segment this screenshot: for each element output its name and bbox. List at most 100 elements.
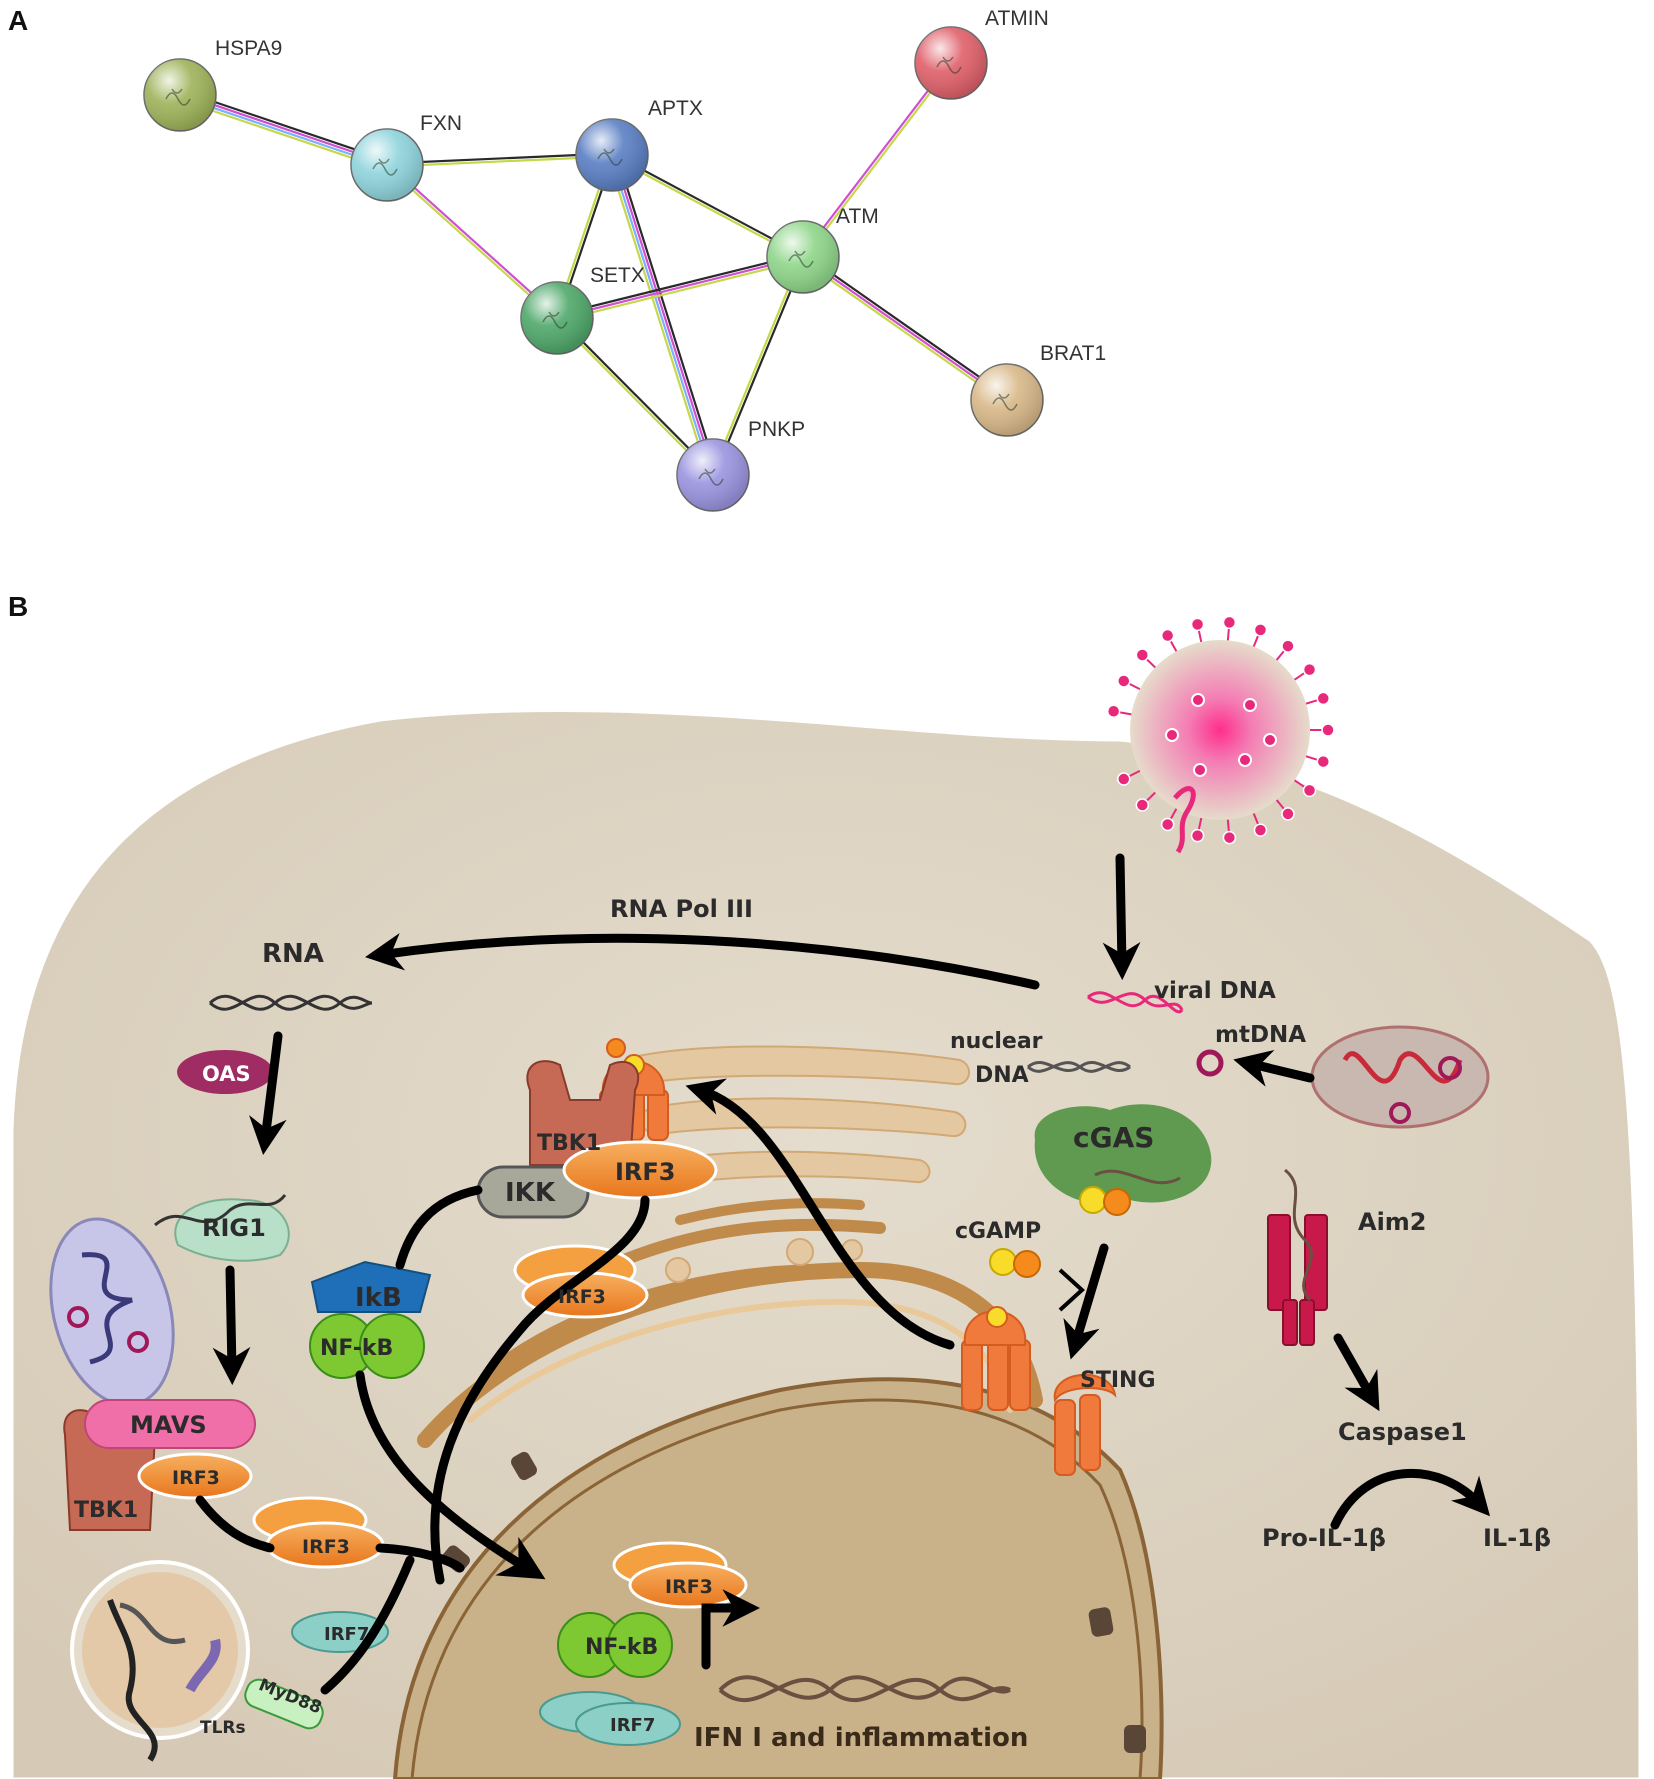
virus-spike-head bbox=[1281, 639, 1295, 653]
node-hspa9[interactable]: HSPA9 bbox=[143, 37, 282, 132]
label-viral-dna: viral DNA bbox=[1154, 978, 1276, 1004]
irf3-low bbox=[252, 1496, 385, 1569]
virus-spike-head bbox=[1302, 783, 1317, 798]
virus-spike-head bbox=[1281, 807, 1295, 821]
edge-evidence-line bbox=[606, 156, 710, 477]
node-aptx[interactable]: APTX bbox=[575, 97, 703, 192]
label-rna: RNA bbox=[262, 939, 324, 969]
edge-evidence-line bbox=[557, 258, 804, 322]
virus-spike-head bbox=[1135, 798, 1150, 812]
endosome bbox=[70, 1560, 250, 1762]
mavs-protein bbox=[84, 1399, 256, 1449]
node-label-setx: SETX bbox=[590, 264, 645, 287]
edge-evidence-line bbox=[800, 61, 951, 257]
oas-enzyme bbox=[177, 1050, 273, 1094]
label-irf3-mid: IRF3 bbox=[558, 1286, 606, 1308]
node-atm[interactable]: ATM bbox=[766, 205, 879, 294]
edge-setx-atm bbox=[556, 253, 804, 322]
edge-aptx-pnkp bbox=[606, 153, 719, 477]
edge-fxn-setx bbox=[385, 163, 559, 320]
nfkb-cyto bbox=[309, 1313, 425, 1379]
edge-evidence-line bbox=[387, 155, 613, 168]
virus-spikes bbox=[1106, 615, 1335, 845]
tlr-receptor-icon bbox=[185, 1638, 221, 1693]
viral-genome-icon bbox=[1173, 786, 1196, 854]
panel-b-labels: RNA Pol III RNA viral DNA nuclear DNA mt… bbox=[74, 895, 1551, 1753]
edge-evidence-line bbox=[556, 253, 803, 317]
edge-atm-atmin bbox=[800, 61, 954, 259]
node-pnkp[interactable]: PNKP bbox=[676, 418, 805, 512]
edge-evidence-line bbox=[386, 152, 612, 165]
label-aim2: Aim2 bbox=[1358, 1208, 1427, 1236]
mitochondrion-right bbox=[1310, 1025, 1490, 1129]
node-label-aptx: APTX bbox=[648, 97, 703, 120]
nuclear-dna-icon bbox=[1027, 1060, 1131, 1073]
irf3-nuc bbox=[612, 1541, 748, 1609]
edge-evidence-line bbox=[609, 155, 713, 476]
label-cgamp: cGAMP bbox=[955, 1219, 1041, 1244]
ikb-protein bbox=[310, 1260, 432, 1313]
virus-spike-head bbox=[1316, 691, 1331, 706]
rig1-helicase bbox=[154, 1194, 290, 1262]
edge-evidence-line bbox=[804, 253, 1010, 399]
label-irf7-nuc: IRF7 bbox=[610, 1715, 655, 1736]
cgamp-icon bbox=[989, 1248, 1041, 1278]
label-pro-il1b: Pro-IL-1β bbox=[1262, 1524, 1386, 1552]
edge-atm-brat1 bbox=[800, 253, 1010, 404]
virus-spike-head bbox=[1117, 674, 1131, 688]
virus-spike-head bbox=[1160, 628, 1175, 643]
protein-structure-icon bbox=[542, 311, 568, 329]
edge-atm-pnkp bbox=[710, 256, 806, 476]
protein-structure-icon bbox=[165, 88, 191, 106]
edge-evidence-line bbox=[802, 256, 1008, 401]
virus-spike-head bbox=[1190, 617, 1205, 632]
virus-spike-head bbox=[1160, 817, 1175, 832]
node-atmin[interactable]: ATMIN bbox=[914, 7, 1049, 100]
label-ifn: IFN I and inflammation bbox=[694, 1723, 1028, 1753]
label-cgas: cGAS bbox=[1073, 1121, 1154, 1154]
golgi-apparatus bbox=[622, 1045, 970, 1283]
pathway-arrows bbox=[195, 853, 1491, 1695]
label-tbk1-top: TBK1 bbox=[537, 1131, 601, 1156]
node-shine bbox=[521, 282, 593, 354]
aim2-inflammasome bbox=[1267, 1168, 1328, 1346]
label-dna: DNA bbox=[975, 1063, 1029, 1088]
label-ikb: IkB bbox=[355, 1283, 402, 1313]
irf3-mavs bbox=[137, 1452, 253, 1500]
label-rig1: RIG1 bbox=[202, 1214, 266, 1242]
label-sting: STING bbox=[1080, 1368, 1156, 1393]
edge-evidence-line bbox=[710, 256, 803, 475]
edge-evidence-line bbox=[387, 163, 559, 318]
edge-evidence-line bbox=[555, 318, 713, 477]
node-shine bbox=[351, 129, 423, 201]
edge-setx-pnkp bbox=[555, 316, 715, 477]
node-label-pnkp: PNKP bbox=[748, 418, 805, 441]
irf3-top bbox=[562, 1140, 718, 1200]
node-shine bbox=[576, 119, 648, 191]
edge-evidence-line bbox=[385, 165, 557, 320]
node-brat1[interactable]: BRAT1 bbox=[970, 342, 1106, 437]
label-nuclear: nuclear bbox=[950, 1029, 1043, 1054]
node-setx[interactable]: SETX bbox=[520, 264, 645, 355]
virus-spike-head bbox=[1253, 823, 1268, 837]
virus-spike-head bbox=[1222, 615, 1237, 630]
label-nfkb-cyto: NF-kB bbox=[320, 1336, 393, 1361]
myd88-adaptor bbox=[244, 1678, 324, 1730]
virus-spike-head bbox=[1117, 772, 1131, 786]
edge-fxn-aptx bbox=[386, 152, 613, 168]
label-irf3-mavs: IRF3 bbox=[172, 1467, 220, 1489]
protein-structure-icon bbox=[698, 468, 724, 486]
virus-particle bbox=[1106, 615, 1335, 854]
label-oas: OAS bbox=[202, 1062, 251, 1086]
virus-spike-head bbox=[1135, 648, 1150, 662]
label-il1b: IL-1β bbox=[1483, 1524, 1551, 1552]
edge-evidence-line bbox=[612, 154, 716, 475]
label-irf3-top: IRF3 bbox=[615, 1158, 676, 1186]
label-mtdna: mtDNA bbox=[1215, 1022, 1306, 1048]
node-fxn[interactable]: FXN bbox=[350, 112, 462, 202]
edge-evidence-line bbox=[713, 257, 806, 476]
nuclear-genome-icon bbox=[718, 1675, 1011, 1703]
node-label-brat1: BRAT1 bbox=[1040, 342, 1106, 365]
